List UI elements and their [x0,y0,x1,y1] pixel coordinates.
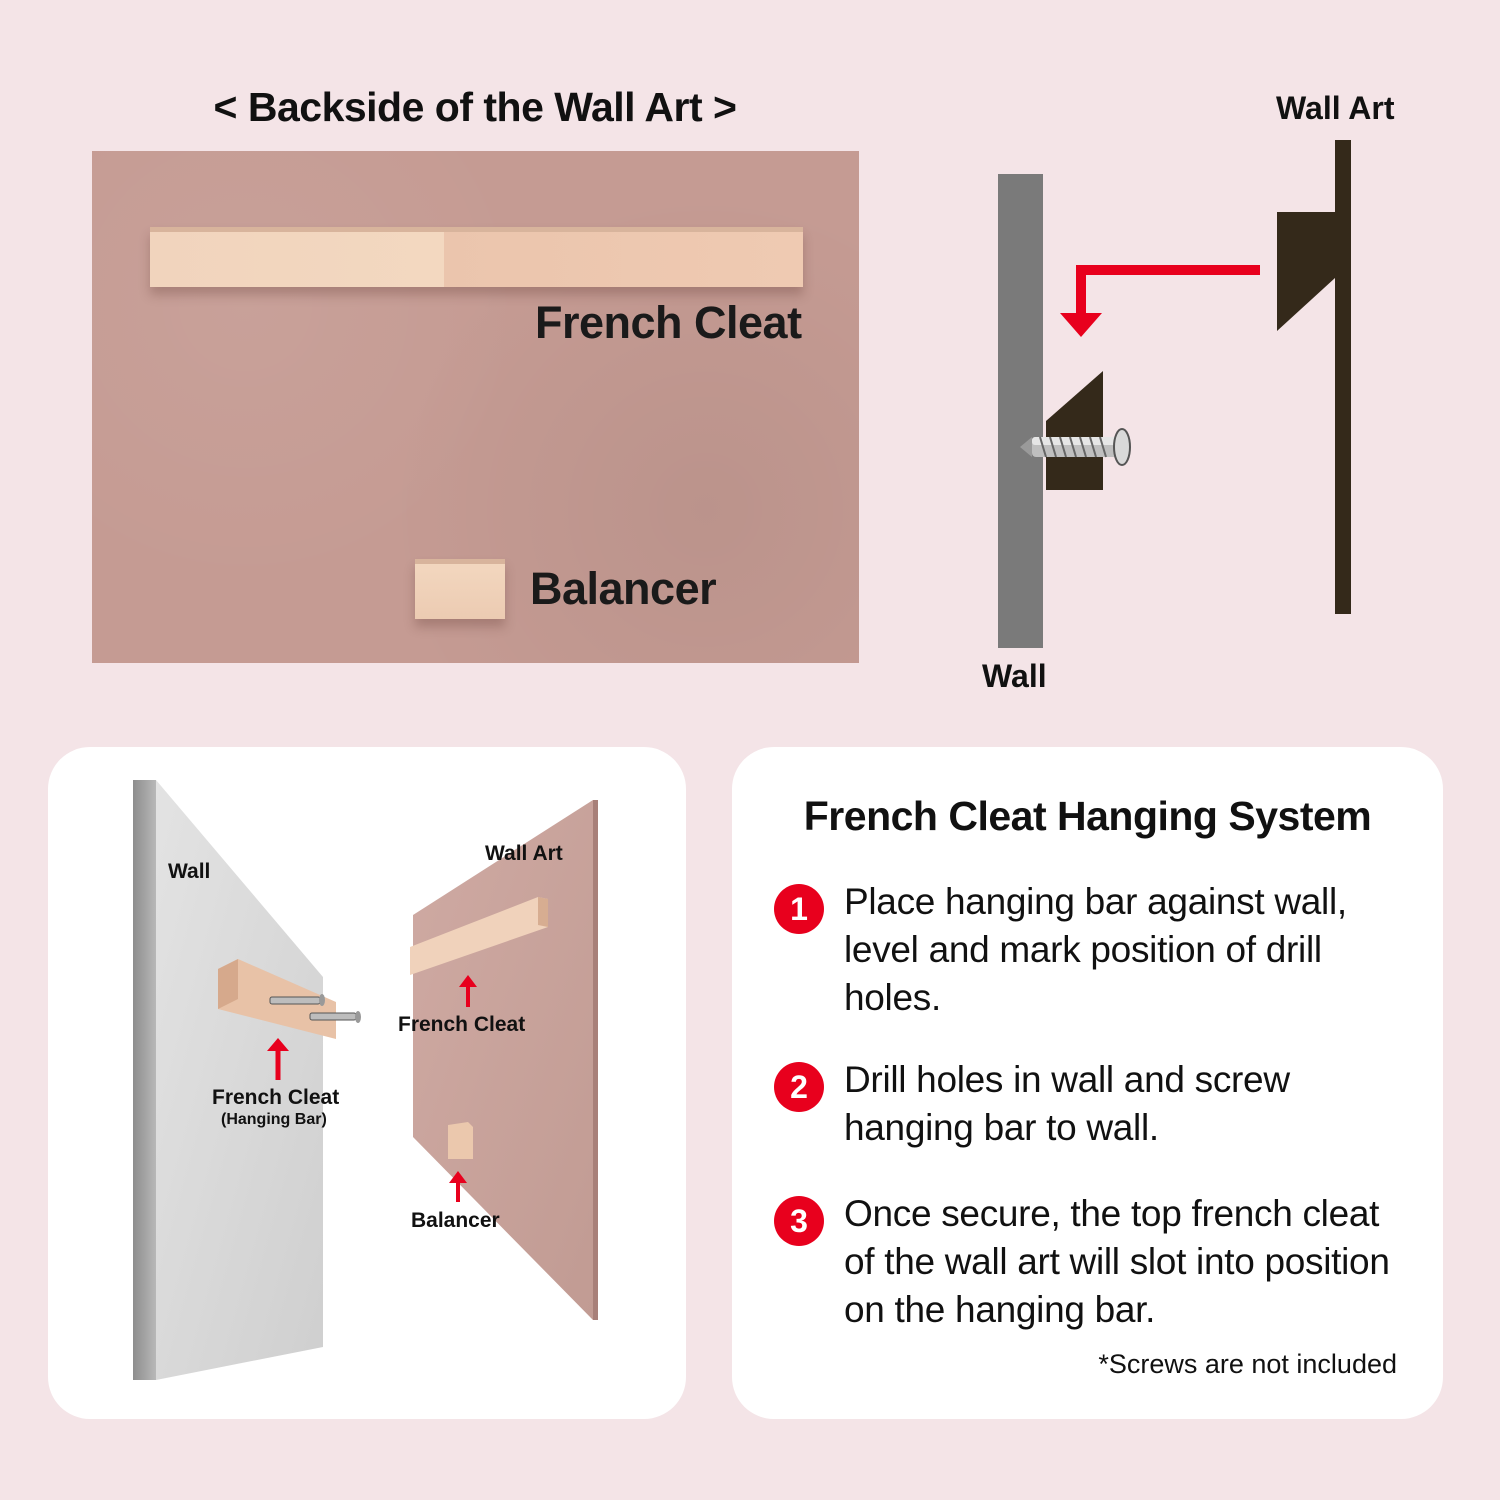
perspective-wall-cleat-label: French Cleat [212,1086,340,1109]
wall-art-face [413,800,593,1320]
backside-title: < Backside of the Wall Art > [213,84,737,130]
instructions-card: French Cleat Hanging System 1 Place hang… [732,747,1443,1419]
perspective-wall-cleat-sublabel: (Hanging Bar) [221,1111,327,1128]
french-cleat-photo [150,227,803,287]
balancer-photo [415,559,505,619]
step-number-badge: 3 [774,1196,824,1246]
red-arrow-icon [1060,265,1260,337]
screw-icon [1020,428,1131,466]
perspective-wall-label: Wall [168,860,211,883]
side-view-diagram [998,140,1351,648]
perspective-art-cleat-label: French Cleat [398,1013,526,1036]
wall-art-cross-section [1335,140,1351,614]
wall-face [156,780,323,1380]
wall-cross-section [998,174,1043,648]
wall-art-edge [593,800,598,1320]
perspective-wall-art-label: Wall Art [485,842,563,865]
screw-icon [269,994,325,1006]
perspective-balancer-label: Balancer [411,1209,500,1232]
step-text: Place hanging bar against wall, level an… [844,881,1347,1018]
step-text: Drill holes in wall and screw hanging ba… [844,1059,1290,1148]
perspective-card: Wall Wall Art French Cleat French Cleat … [48,747,686,1419]
red-arrow-icon [267,1038,289,1080]
instructions-title: French Cleat Hanging System [803,793,1372,839]
wall-edge [133,780,156,1380]
step-number-badge: 2 [774,1062,824,1112]
perspective-diagram [133,780,598,1380]
wall-cleat-profile [1046,371,1103,490]
wall-art-backside-board: French Cleat Balancer [92,151,859,663]
art-cleat-block [410,897,548,975]
balancer-label: Balancer [530,563,717,614]
red-arrow-icon [449,1171,467,1202]
step-text: Once secure, the top french cleat of the… [844,1193,1390,1330]
screw-icon [309,1011,361,1023]
step-number-badge: 1 [774,884,824,934]
french-cleat-label: French Cleat [535,297,802,348]
red-arrow-icon [459,975,477,1007]
screws-footnote: *Screws are not included [1098,1349,1397,1379]
art-balancer-block [448,1122,473,1159]
side-view-wall-art-label: Wall Art [1276,90,1395,126]
side-view-wall-label: Wall [982,658,1047,694]
art-cleat-profile [1277,212,1335,331]
